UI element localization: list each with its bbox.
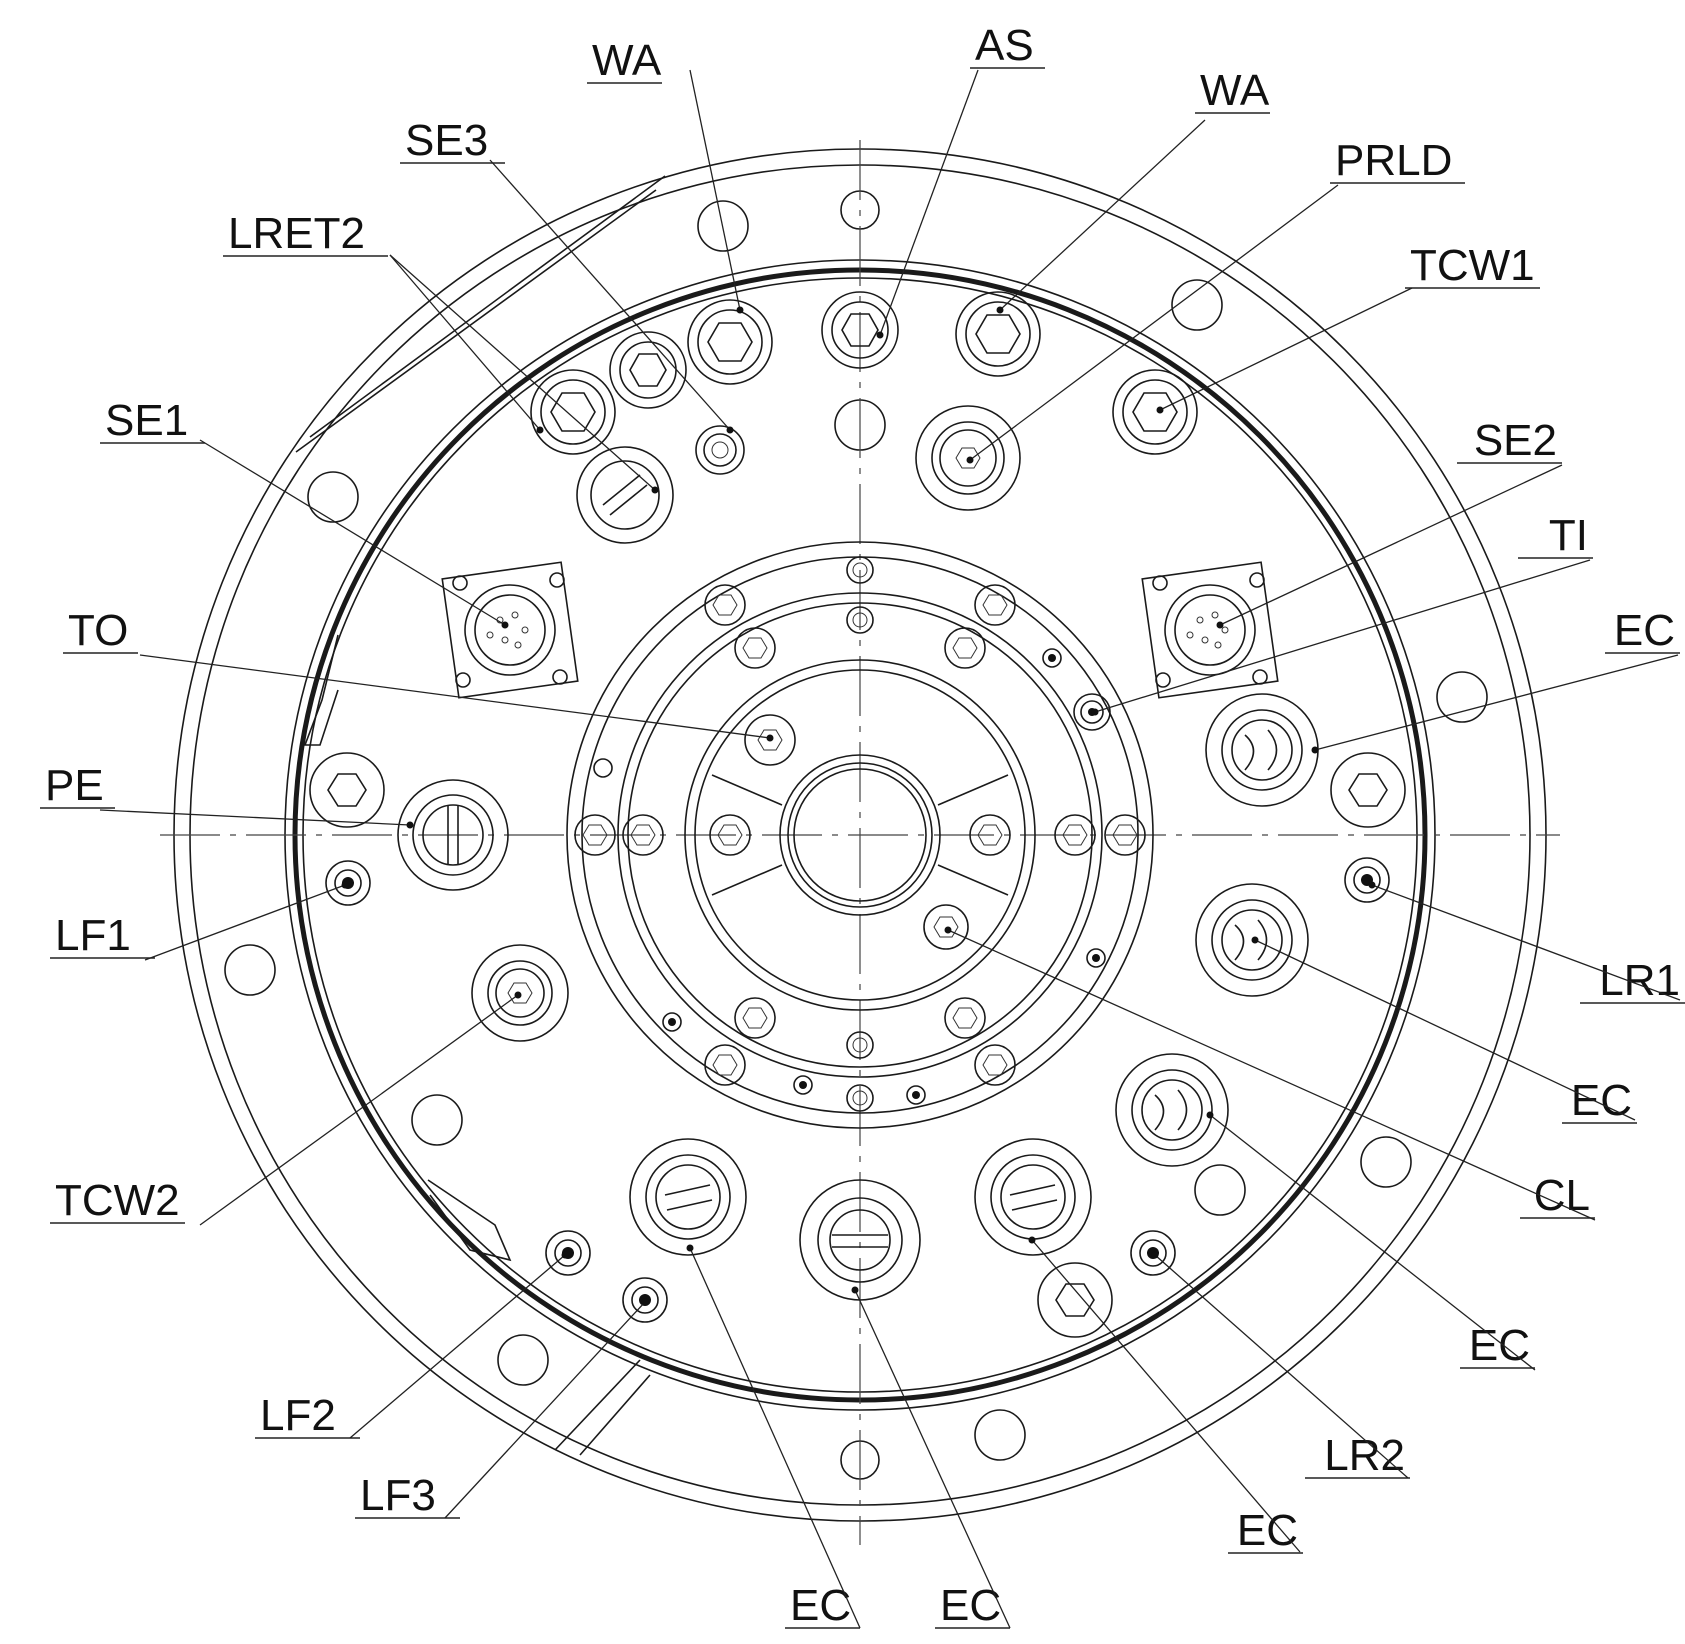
callout-label: EC [1614,606,1675,655]
leader-line [1032,1240,1300,1552]
callout-label: TCW2 [55,1176,180,1225]
leader-line [690,1248,860,1628]
leader-dot [1152,1252,1159,1259]
leader-dot [687,1245,694,1252]
callout-cl-17: CL [945,927,1596,1221]
callout-label: LR2 [1324,1431,1405,1480]
leader-dot [502,622,509,629]
leader-dot [967,457,974,464]
callout-label: WA [1200,66,1270,115]
leader-dot [407,822,414,829]
leader-dot [1029,1237,1036,1244]
callout-ec-24: EC [852,1287,1011,1631]
callout-ec-15: EC [1252,937,1638,1126]
leader-line [880,70,978,335]
callout-label: SE3 [405,116,488,165]
leader-dot [652,487,659,494]
leader-dot [1157,407,1164,414]
leader-dot [515,992,522,999]
leader-line [1155,1255,1408,1478]
callout-label: PE [45,761,104,810]
leader-line [970,185,1338,460]
leader-dot [1312,747,1319,754]
leader-dot [767,735,774,742]
leader-line [200,995,518,1225]
leader-dot [997,307,1004,314]
top-ports [531,292,1197,543]
callout-se3-3: SE3 [400,116,734,434]
leader-line [1210,1115,1535,1370]
leader-dot [1217,622,1224,629]
callout-tcw2-16: TCW2 [50,992,522,1226]
leader-dot [642,1299,649,1306]
leader-line [1315,655,1678,750]
leader-line [948,930,1595,1220]
callout-label: AS [975,21,1034,70]
leader-line [390,255,540,430]
callout-to-10: TO [63,606,774,742]
leader-dot [877,332,884,339]
callout-pe-12: PE [40,761,414,829]
callout-lf3-21: LF3 [355,1299,649,1521]
leader-dot [1092,709,1099,716]
leader-dot [945,927,952,934]
leader-dot [342,882,349,889]
callout-label: LF2 [260,1391,336,1440]
leader-dot [1252,937,1259,944]
leader-dot [1369,882,1376,889]
leader-dot [852,1287,859,1294]
callout-label: PRLD [1335,136,1452,185]
leader-line [200,440,505,625]
callout-label: LF3 [360,1471,436,1520]
side-ports [310,694,1405,1166]
callout-label: WA [592,36,662,85]
callout-lf2-19: LF2 [255,1252,569,1441]
leader-line [1160,288,1412,410]
center-lines [160,140,1560,1545]
leader-line [1220,465,1562,625]
callout-label: TI [1549,511,1588,560]
callout-ec-23: EC [687,1245,861,1631]
callout-lret2-5: LRET2 [223,209,659,494]
callout-label: SE2 [1474,416,1557,465]
leader-dot [737,307,744,314]
leader-line [350,1255,565,1438]
callout-label: TO [68,606,128,655]
callout-label: CL [1534,1171,1590,1220]
callout-wa-0: WA [587,36,744,314]
callout-label: LF1 [55,911,131,960]
callout-lr2-20: LR2 [1152,1252,1411,1481]
callout-label: EC [1571,1076,1632,1125]
callout-label: LRET2 [228,209,365,258]
callout-se1-7: SE1 [100,396,509,629]
callout-label: TCW1 [1410,241,1535,290]
leader-line [690,70,740,310]
callout-label: LR1 [1599,956,1680,1005]
leader-line [445,1302,645,1518]
leader-dot [727,427,734,434]
leader-line [1000,120,1205,310]
leader-dot [562,1252,569,1259]
callout-label: EC [1469,1321,1530,1370]
leader-line [390,255,655,490]
leader-dot [1207,1112,1214,1119]
leader-dot [537,427,544,434]
callout-ec-22: EC [1029,1237,1304,1556]
leader-line [100,810,410,825]
callout-label: SE1 [105,396,188,445]
